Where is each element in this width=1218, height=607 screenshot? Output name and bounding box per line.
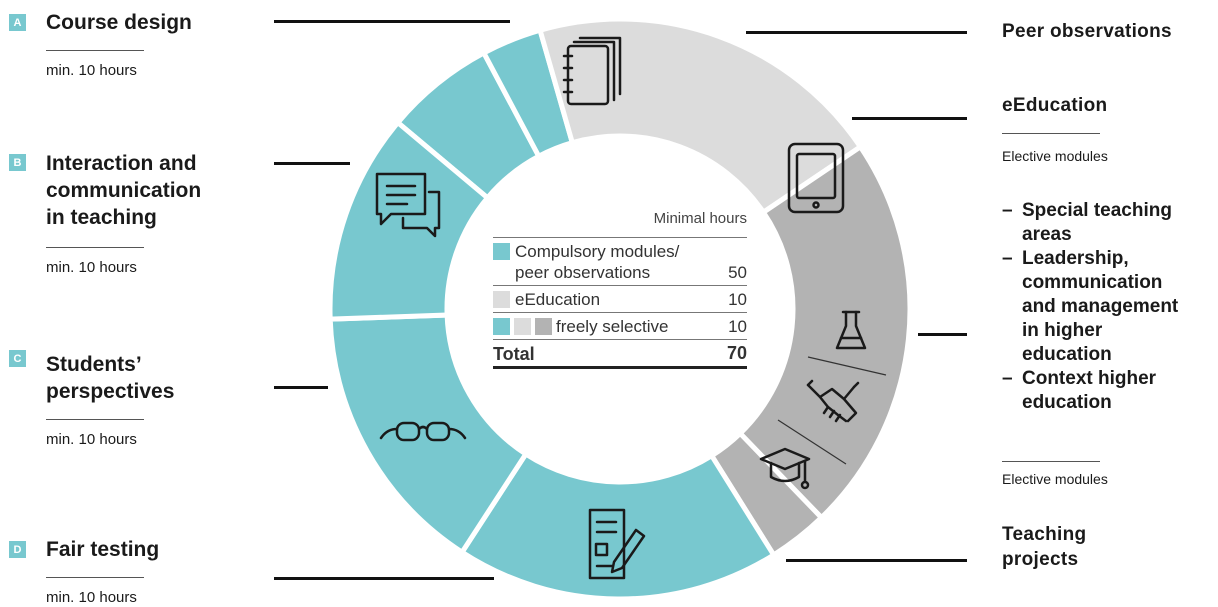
module-letter-badge: D xyxy=(9,541,26,558)
divider xyxy=(46,577,144,578)
module-hours: min. 10 hours xyxy=(46,62,137,79)
hours-legend: Minimal hours Compulsory modules/ peer o… xyxy=(493,210,747,369)
ring-center xyxy=(449,138,791,480)
divider xyxy=(1002,133,1100,134)
tablet-icon xyxy=(787,142,845,214)
module-hours: min. 10 hours xyxy=(46,259,137,276)
module-hours: min. 10 hours xyxy=(46,589,137,606)
glasses-icon xyxy=(379,421,467,442)
teal-swatch xyxy=(493,318,510,335)
flask-icon xyxy=(835,310,867,350)
elective-modules-label: Elective modules xyxy=(1002,148,1108,164)
divider xyxy=(1002,461,1100,462)
module-title: Interaction and communication in teachin… xyxy=(46,152,202,229)
leader-line xyxy=(786,559,967,562)
list-item: Context higher education xyxy=(1002,367,1178,415)
legend-row-compulsory: Compulsory modules/ peer observations 50 xyxy=(493,237,747,285)
leader-line xyxy=(274,20,510,23)
legend-total-value: 70 xyxy=(726,343,747,363)
leader-line xyxy=(274,577,494,580)
module-hours: min. 10 hours xyxy=(46,431,137,448)
segment-divider-lines xyxy=(777,356,887,465)
handshake-icon xyxy=(806,379,860,423)
legend-header: Minimal hours xyxy=(653,210,747,227)
leader-line xyxy=(852,117,967,120)
elective-bullet-list: Special teaching areas Leadership, commu… xyxy=(1002,199,1178,415)
divider xyxy=(46,419,144,420)
eeducation-label: eEducation xyxy=(1002,95,1108,116)
segment-elective-modules xyxy=(736,143,913,522)
leader-line xyxy=(274,386,328,389)
legend-row-eeducation: eEducation 10 xyxy=(493,285,747,312)
elective-modules-label: Elective modules xyxy=(1002,471,1108,487)
legend-value: 10 xyxy=(728,290,747,309)
light-gray-swatch xyxy=(493,291,510,308)
segment-interaction xyxy=(327,119,491,322)
segment-fair-testing xyxy=(458,450,778,602)
legend-total-row: Total 70 xyxy=(493,339,747,369)
mid-gray-swatch xyxy=(535,318,552,335)
module-letter-badge: A xyxy=(9,14,26,31)
segment-icons xyxy=(375,36,867,580)
module-letter-badge: B xyxy=(9,154,26,171)
legend-value: 10 xyxy=(728,317,747,336)
legend-value: 50 xyxy=(728,263,747,282)
list-item: Leadership, communication and management… xyxy=(1002,247,1178,367)
graduation-cap-icon xyxy=(759,447,811,490)
module-title: Fair testing xyxy=(46,538,160,561)
module-title: Course design xyxy=(46,11,192,34)
document-pencil-icon xyxy=(588,508,646,580)
module-letter-badge: C xyxy=(9,350,26,367)
peer-observations-label: Peer observations xyxy=(1002,21,1172,42)
leader-line xyxy=(746,31,967,34)
divider xyxy=(46,50,144,51)
list-item: Special teaching areas xyxy=(1002,199,1178,247)
speech-bubbles-icon xyxy=(375,172,441,238)
legend-row-freely-selective: freely selective 10 xyxy=(493,312,747,339)
notebook-icon xyxy=(562,36,622,106)
teaching-projects-label: Teaching projects xyxy=(1002,524,1087,570)
leader-line xyxy=(274,162,350,165)
teal-swatch xyxy=(493,243,510,260)
divider xyxy=(46,247,144,248)
light-gray-swatch xyxy=(514,318,531,335)
leader-line xyxy=(918,333,967,336)
module-title: Students’ perspectives xyxy=(46,353,175,403)
